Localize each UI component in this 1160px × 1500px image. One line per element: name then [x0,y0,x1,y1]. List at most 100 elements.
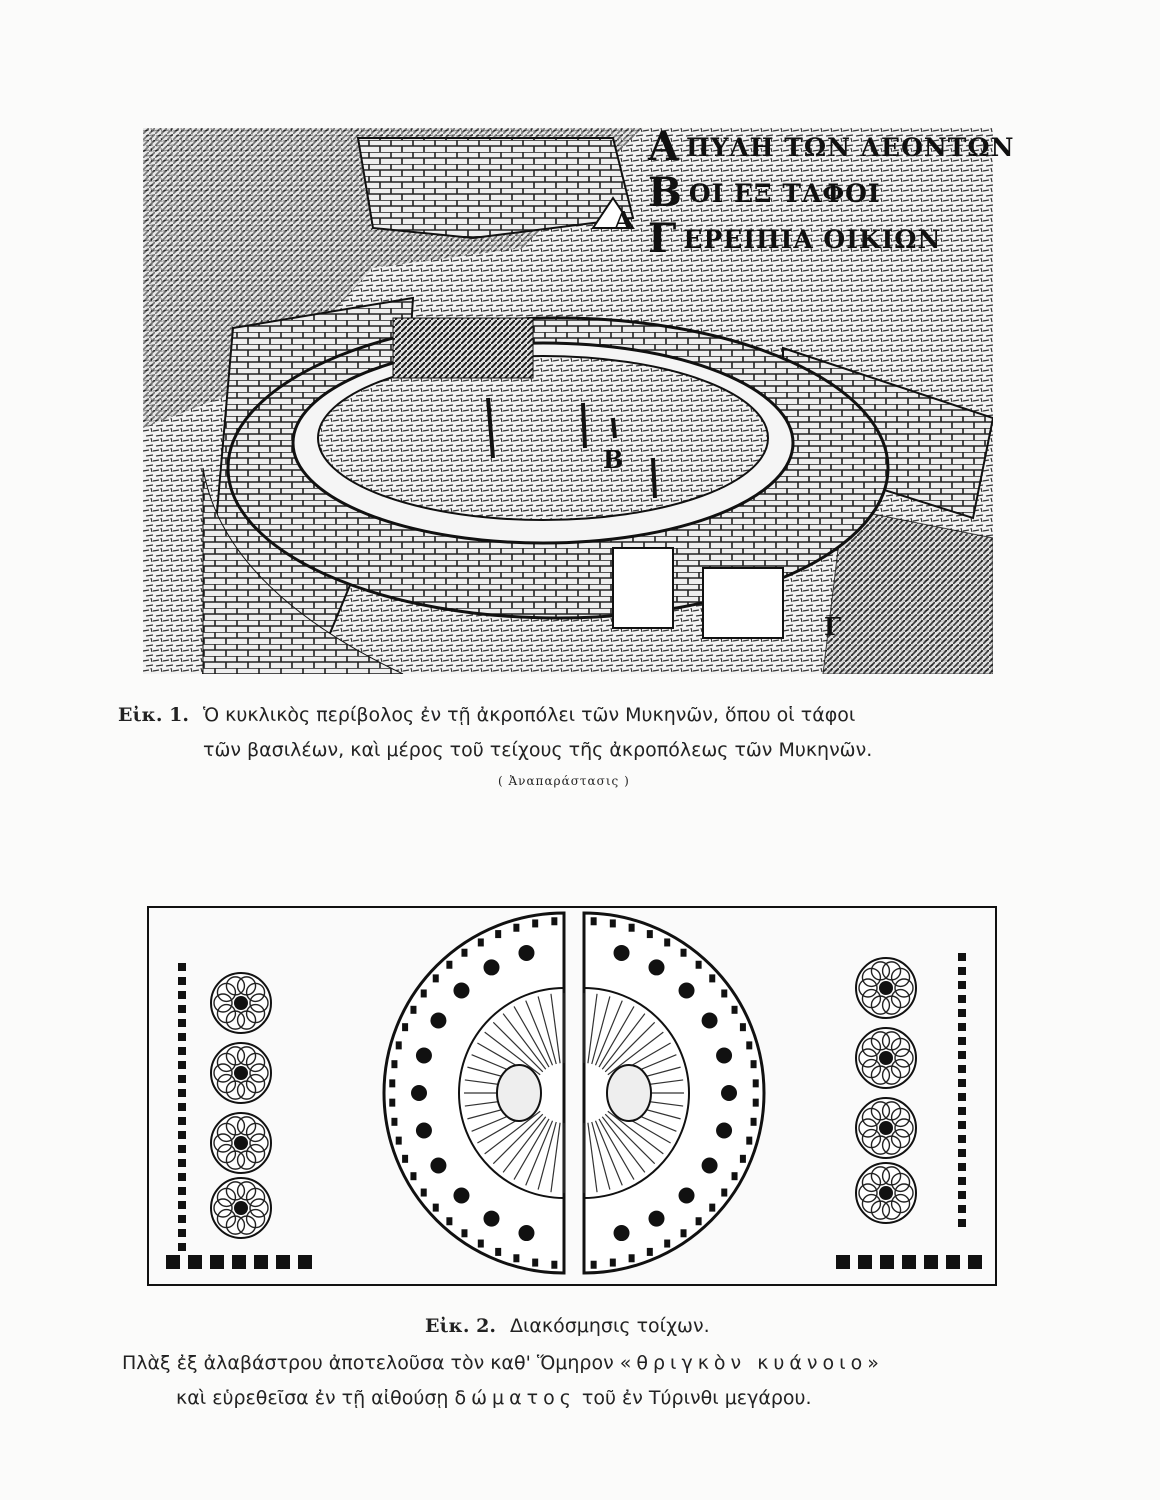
dentil [532,919,539,928]
rosette-petal [858,1048,878,1068]
square-ornament [166,1255,180,1269]
bar-ornament [958,1163,966,1171]
rosette-center [234,1066,248,1080]
bar-ornament [178,1033,186,1041]
bar-ornament [958,1023,966,1031]
dentil [477,938,484,947]
bar-ornament [178,1117,186,1125]
rosette-petal [213,993,233,1013]
dentil [389,1098,396,1107]
square-ornament [858,1255,872,1269]
square-ornament [232,1255,246,1269]
rosette-petal [249,1133,269,1153]
bar-ornament [958,1205,966,1213]
rosette-petal [216,1143,237,1164]
eye-dot [648,959,665,976]
dentil [590,1260,597,1269]
dentil [551,1260,558,1269]
ray [598,1118,635,1180]
eye-dot [613,944,630,961]
dentil [680,948,687,957]
ray [484,1031,541,1076]
bar-ornament [178,991,186,999]
bar-ornament [958,1093,966,1101]
square-ornament [902,1255,916,1269]
rosette-petal [236,1010,257,1030]
ray [591,1121,611,1190]
eye-dot [453,982,470,999]
rosette-petal [225,976,246,996]
rosette-petal [890,1172,911,1193]
figure1-caption-line2: τῶν βασιλέων, καὶ μέρος τοῦ τείχους τῆς … [203,739,873,761]
dentil [391,1117,398,1126]
dentil [432,1203,439,1212]
bar-ornament [958,1191,966,1199]
bar-ornament [958,995,966,1003]
eye-dot [613,1225,630,1242]
bar-ornament [178,1019,186,1027]
bar-ornament [958,1065,966,1073]
dentil [420,989,427,998]
dentil [628,1254,635,1263]
rosette-center [234,1136,248,1150]
rosette-petal [870,1166,891,1186]
rosette-petal [216,1073,237,1094]
square-ornament [188,1255,202,1269]
square-ornament [276,1255,290,1269]
bar-ornament [178,1103,186,1111]
dentil [402,1154,409,1163]
rosette-petal [245,1122,266,1143]
half-rosette-center [606,1064,652,1122]
rosette-petal [881,995,902,1015]
bar-ornament [178,1187,186,1195]
bar-ornament [958,967,966,975]
rosette-petal [870,1101,891,1121]
bar-ornament [178,1173,186,1181]
rosette-petal [861,1193,882,1214]
figure2-caption-line2: καὶ εὑρεθεῖσα ἐν τῇ αἰθούσῃ δώματος τοῦ … [176,1387,812,1409]
eye-dot [430,1012,447,1029]
rosette-petal [249,993,269,1013]
bar-ornament [178,1089,186,1097]
rosette-center [879,1186,893,1200]
rosette-petal [213,1133,233,1153]
rosette-petal [249,1198,269,1218]
dentil [461,948,468,957]
bar-ornament [178,1131,186,1139]
bar-ornament [178,1145,186,1153]
eye-dot [721,1085,737,1101]
rosette-petal [881,1135,902,1155]
figure1-caption-line1: Εἰκ. 1.Ὁ κυκλικὸς περίβολος ἐν τῇ ἀκροπό… [118,704,856,726]
ray [537,996,557,1065]
dentil [752,1098,759,1107]
rosette-petal [216,1003,237,1024]
dentil [750,1060,757,1069]
dentil [664,938,671,947]
bar-ornament [178,977,186,985]
dentil [731,1005,738,1014]
bar-ornament [178,1159,186,1167]
dentil [446,960,453,969]
rosette-petal [858,1183,878,1203]
bar-ornament [958,1149,966,1157]
eye-dot [678,982,695,999]
ray [502,1116,547,1173]
half-rosette-center [496,1064,542,1122]
dentil [461,1229,468,1238]
dentil [395,1041,402,1050]
inner-arc [583,987,690,1199]
map-label-a: Α [614,206,633,235]
dentil [646,1247,653,1256]
rosette-petal [213,1198,233,1218]
dentil [432,974,439,983]
dentil [750,1117,757,1126]
square-ornament [210,1255,224,1269]
rosette-petal [894,1183,914,1203]
rosette-petal [894,1048,914,1068]
eye-dot [483,959,500,976]
rosette-petal [861,1058,882,1079]
dentil [410,1005,417,1014]
rosette-petal [890,1037,911,1058]
ray [594,1000,623,1066]
ray [513,1118,550,1180]
